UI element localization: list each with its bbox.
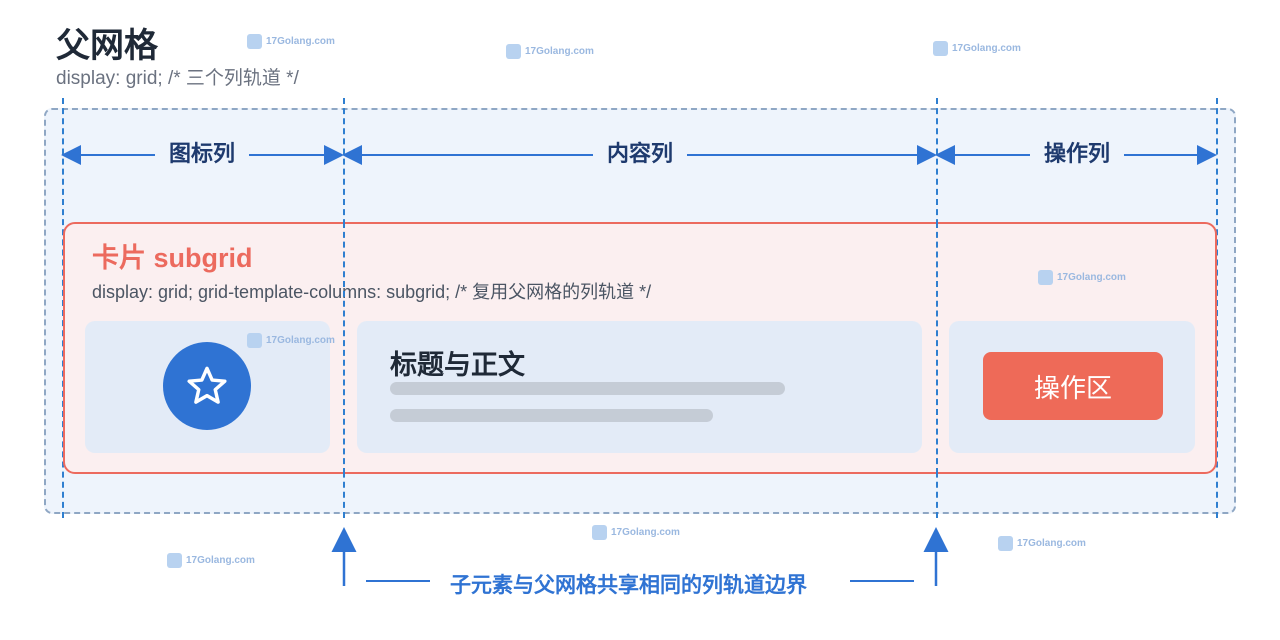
- watermark-logo-icon: [247, 34, 262, 49]
- watermark: 17Golang.com: [247, 333, 335, 348]
- parent-grid-code: display: grid; /* 三个列轨道 */: [56, 68, 299, 89]
- watermark: 17Golang.com: [167, 553, 255, 568]
- watermark-logo-icon: [933, 41, 948, 56]
- track-line-2-overlay: [343, 222, 345, 474]
- text-placeholder-line-1: [390, 382, 785, 395]
- watermark: 17Golang.com: [1038, 270, 1126, 285]
- page-title: 父网格: [56, 27, 158, 65]
- watermark: 17Golang.com: [998, 536, 1086, 551]
- star-badge: [163, 342, 251, 430]
- track-line-3-overlay: [936, 222, 938, 474]
- track-line-4: [1216, 98, 1218, 518]
- watermark-logo-icon: [592, 525, 607, 540]
- action-column-label: 操作列: [1029, 140, 1125, 168]
- watermark: 17Golang.com: [247, 34, 335, 49]
- card-title: 卡片 subgrid: [92, 243, 253, 273]
- content-title: 标题与正文: [390, 350, 525, 380]
- caption: 子元素与父网格共享相同的列轨道边界: [450, 574, 807, 597]
- watermark-logo-icon: [998, 536, 1013, 551]
- watermark-logo-icon: [247, 333, 262, 348]
- card-code: display: grid; grid-template-columns: su…: [92, 282, 652, 302]
- star-icon: [187, 366, 227, 404]
- content-column-label: 内容列: [592, 140, 688, 168]
- watermark-logo-icon: [1038, 270, 1053, 285]
- action-button[interactable]: 操作区: [983, 352, 1163, 420]
- watermark: 17Golang.com: [933, 41, 1021, 56]
- watermark-logo-icon: [506, 44, 521, 59]
- icon-column-label: 图标列: [154, 140, 250, 168]
- watermark: 17Golang.com: [506, 44, 594, 59]
- watermark-logo-icon: [167, 553, 182, 568]
- text-placeholder-line-2: [390, 409, 713, 422]
- watermark: 17Golang.com: [592, 525, 680, 540]
